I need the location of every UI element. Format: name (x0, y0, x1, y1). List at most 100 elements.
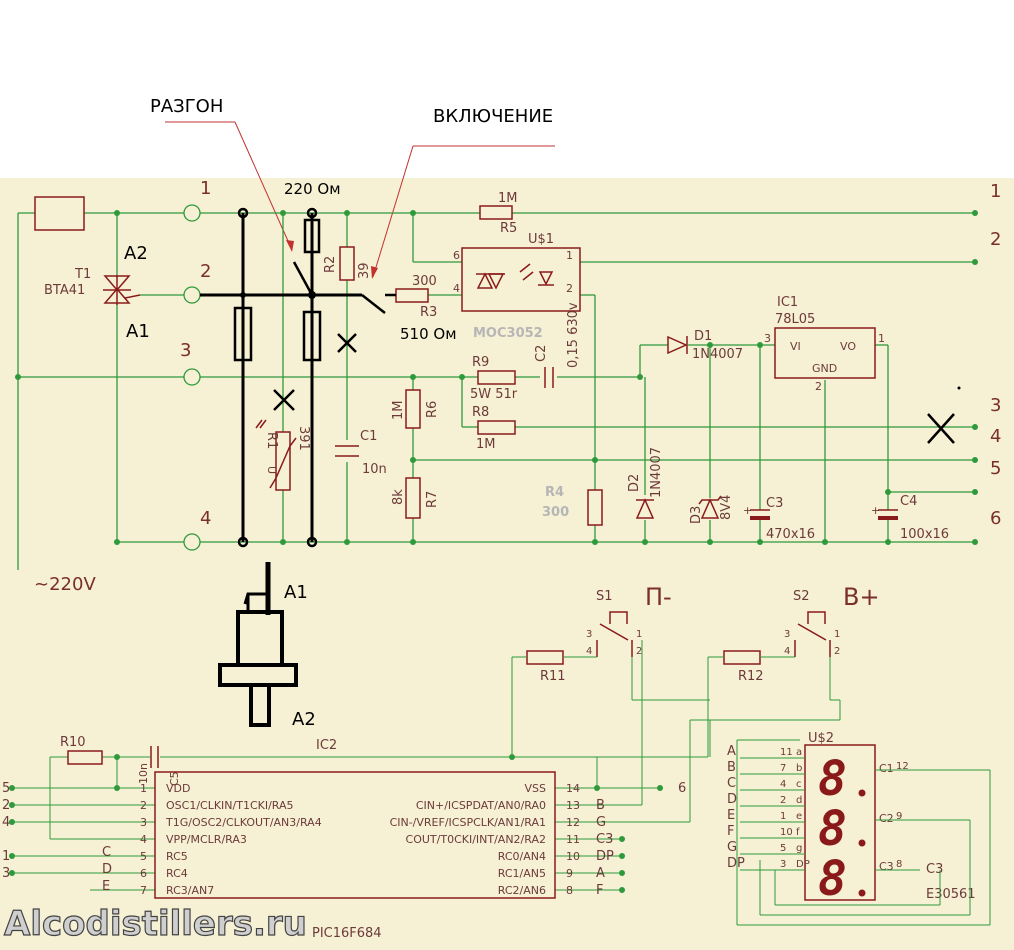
ic2-pin-name-left: RC5 (166, 850, 188, 863)
u2-seg-label: C (727, 776, 736, 791)
ic2-part: PIC16F684 (312, 926, 382, 941)
conn-left-label-1: 1 (200, 178, 211, 199)
r1-u: U (265, 466, 278, 474)
c5-name: C5 (168, 771, 181, 786)
black-resistor-left (233, 306, 253, 362)
cross-mark-3 (927, 413, 955, 444)
ic2-pin-name-right: COUT/T0CKI/INT/AN2/RA2 (406, 833, 546, 846)
cross-mark-1 (337, 333, 357, 353)
c3-value: 470x16 (766, 527, 815, 542)
ic2-pin-num-right: 14 (566, 782, 580, 795)
ic2-pin-num-right: 9 (566, 867, 573, 880)
ic2-left-net: 1 (2, 849, 10, 864)
conn-left-pin-4 (183, 533, 201, 551)
top-white-area (0, 0, 1014, 178)
ic2-pin-num-left: 1 (140, 782, 147, 795)
conn-right-label-1: 1 (990, 181, 1001, 202)
mains-section: ~220V T1 BTA41 (34, 196, 141, 595)
ic2-pin-name-right: VSS (525, 782, 547, 795)
d1-diode: D1 1N4007 (667, 329, 743, 362)
ic1-pin2: 2 (815, 380, 822, 393)
r5-resistor: 1M R5 (479, 191, 518, 236)
u2-pin-num: 4 (780, 779, 786, 790)
ic1-value: 78L05 (775, 312, 815, 327)
u2-digit: 8 (818, 801, 847, 857)
ic1-vi: VI (790, 340, 801, 353)
display-wires (736, 739, 991, 926)
u2-seg-label: A (727, 744, 736, 759)
ic2-pin-num-left: 3 (140, 816, 147, 829)
c3-name: C3 (766, 496, 783, 511)
u2-seg-label: DP (727, 856, 745, 871)
c2-value: 0,15 630v (566, 302, 581, 368)
u2-pin-name: DP (796, 859, 810, 870)
u2-part: E30561 (926, 887, 976, 902)
ic1-regulator: IC1 78L05 VI VO GND 3 1 2 (764, 295, 885, 393)
ic1-name: IC1 (777, 295, 798, 310)
conn-right-label-2: 2 (990, 229, 1001, 250)
u2-pin-name: b (796, 763, 802, 774)
ic2-left-seg: E (102, 879, 110, 894)
ic2-pin-num-left: 7 (140, 884, 147, 897)
c2-name: C2 (534, 345, 549, 362)
u2-digit: 8 (818, 851, 847, 907)
u2-pin-num: 3 (780, 859, 786, 870)
u2-pin-name: a (796, 747, 802, 758)
d2-name: D2 (627, 474, 642, 492)
u2-seg-label: B (727, 760, 736, 775)
u1-pin6: 6 (453, 249, 460, 262)
switch-vkl (361, 294, 386, 314)
r10-resistor: R10 (60, 735, 103, 765)
switch-razgon (292, 261, 314, 296)
u2-pin-name: g (796, 843, 802, 854)
ic2-left-seg: C (102, 845, 111, 860)
r6-value: 1M (391, 401, 406, 421)
u2-common-num: 9 (896, 811, 902, 822)
black-overlay (200, 207, 961, 548)
label-a1-bottom: A1 (284, 582, 308, 603)
ic2-pin-name-left: VDD (166, 782, 190, 795)
r9-resistor: R9 5W 51r (470, 355, 518, 402)
fuse-box (34, 196, 85, 231)
u2-seg-label: F (727, 824, 734, 839)
c1-name: C1 (360, 429, 377, 444)
conn-left-pin-1 (183, 204, 201, 222)
ic2-left-seg: D (102, 862, 112, 877)
r1-varistor: R1 391 U (255, 419, 311, 491)
ic2-pin-name-left: VPP/MCLR/RA3 (166, 833, 247, 846)
r2-resistor: R2 39 (323, 246, 372, 281)
d3-value: 8V4 (719, 495, 734, 520)
ic2-pin-num-left: 5 (140, 850, 147, 863)
annotations: РАЗГОН ВКЛЮЧЕНИЕ 220 Ом 510 Ом A2 A1 (124, 96, 555, 343)
u2-name: U$2 (808, 731, 834, 746)
c1-capacitor: C1 10n (335, 429, 387, 477)
c5-capacitor: 10n C5 (137, 746, 181, 786)
ic2-name: IC2 (316, 738, 337, 753)
c3-capacitor: + C3 470x16 (743, 496, 815, 542)
s2-func: В+ (843, 583, 880, 611)
r8-resistor: R8 1M (472, 405, 516, 452)
ic2-pin-name-left: OSC1/CLKIN/T1CKI/RA5 (166, 799, 294, 812)
label-vklyuchenie: ВКЛЮЧЕНИЕ (433, 106, 553, 127)
ic2-right-net: F (596, 883, 603, 898)
label-510-ohm: 510 Ом (400, 325, 457, 343)
u2-pin-name: e (796, 811, 802, 822)
u1-pin4: 4 (453, 282, 460, 295)
button-s1: S1 П- 3 4 1 2 (586, 583, 672, 657)
label-a2-bottom: A2 (292, 709, 316, 730)
u2-pin-num: 10 (780, 827, 793, 838)
ic2-pin-num-right: 11 (566, 833, 580, 846)
ic2-mcu: IC2 PIC16F684 1 VDD 2 OSC1/CLKIN/T1CKI/RA5 3… (140, 738, 580, 941)
r2-value: 39 (357, 262, 372, 279)
u2-common-name: C3 (879, 860, 894, 873)
u2-digit: 8 (818, 751, 847, 807)
u2-c3-net: C3 (926, 862, 943, 877)
label-220-ohm: 220 Ом (284, 180, 341, 198)
ic2-pin-name-right: CIN+/ICSPDAT/AN0/RA0 (416, 799, 546, 812)
u2-pin-num: 11 (780, 747, 793, 758)
ic2-pin-num-left: 2 (140, 799, 147, 812)
